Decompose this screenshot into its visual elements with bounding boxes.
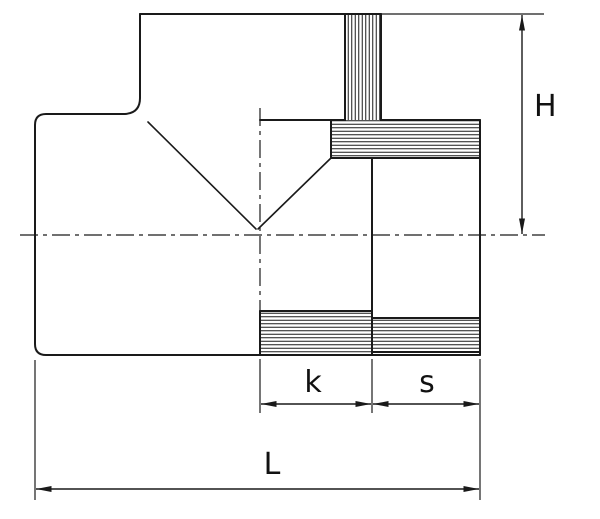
- extension-lines: [34, 13, 544, 500]
- dim-label-L: L: [264, 447, 281, 482]
- dim-label-k: k: [304, 365, 322, 400]
- socket-hatch-k-region: [260, 311, 372, 355]
- diagonal-left: [147, 121, 257, 230]
- bore-transition-lines: [147, 121, 332, 230]
- tee-body-outline: [34, 13, 481, 356]
- diagonal-right: [257, 157, 332, 230]
- dimension-labels: H k s L: [264, 89, 557, 482]
- thread-hatch-s-region: [372, 318, 480, 352]
- dim-label-s: s: [419, 365, 435, 400]
- dimension-lines: [36, 15, 525, 492]
- dim-label-H: H: [534, 89, 557, 124]
- centerlines: [20, 108, 545, 316]
- branch-thread-hatch: [345, 14, 381, 120]
- outer-profile: [34, 13, 481, 356]
- branch-flange-hatch: [331, 120, 480, 158]
